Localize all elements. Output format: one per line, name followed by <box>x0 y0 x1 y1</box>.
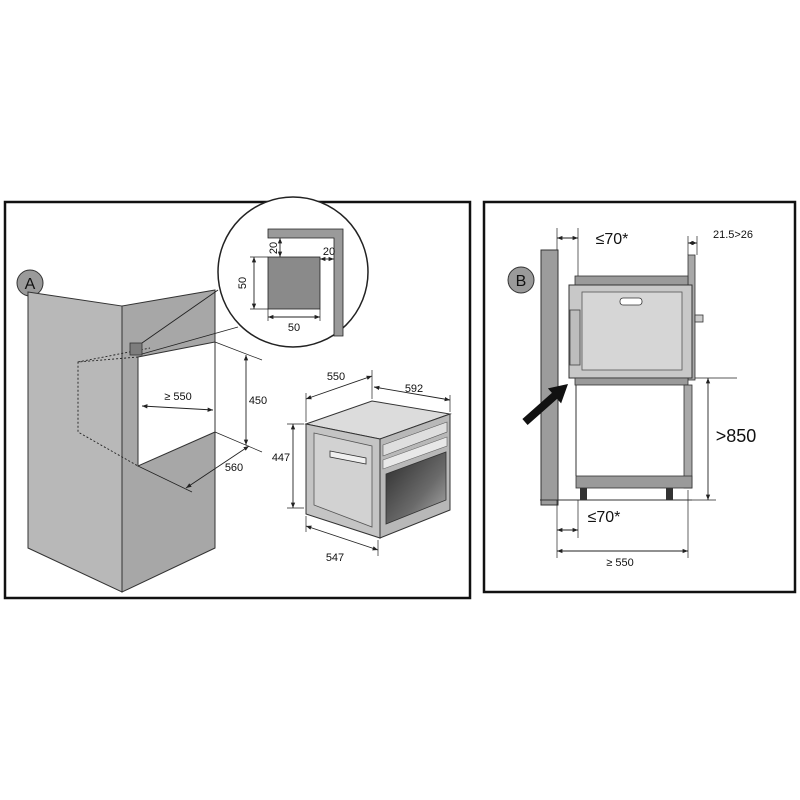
oven-display-band <box>382 436 448 470</box>
niche-height-label: 450 <box>249 395 267 407</box>
cabinet-corner-wall <box>267 228 344 337</box>
niche-depth-line <box>185 445 250 489</box>
cabinet <box>27 289 216 593</box>
support-shelf <box>574 377 689 386</box>
wall <box>540 249 559 506</box>
leg-front <box>580 488 587 500</box>
niche-height-ext-top <box>214 341 263 361</box>
oven-hinge <box>569 309 581 366</box>
side-gap-label: 21.5>26 <box>713 229 753 241</box>
oven-handle <box>329 450 367 465</box>
cabinet-left-face <box>27 291 123 593</box>
bottom-shelf <box>575 475 693 489</box>
callout-line-bottom <box>141 326 239 355</box>
cabinet-side-view <box>540 254 704 501</box>
niche-depth-lines <box>77 356 139 467</box>
vent-square-detail <box>267 256 321 310</box>
oven-top-left-line <box>305 375 373 400</box>
oven-top-left-label: 550 <box>327 371 345 383</box>
height-label: >850 <box>716 426 757 446</box>
niche-height-ext-bottom <box>214 431 263 453</box>
oven-top-right-label: 592 <box>405 383 423 395</box>
top-clearance-label: ≤70* <box>596 231 629 248</box>
panel-b-label: B <box>516 273 527 290</box>
detail-height-label: 50 <box>237 277 249 289</box>
panel-b-frame <box>482 200 797 594</box>
oven-appliance <box>304 400 452 539</box>
niche-width-label: ≥ 550 <box>164 391 191 403</box>
oven-bottom-line <box>305 525 379 551</box>
callout-line-top <box>141 289 219 344</box>
detail-width-label: 50 <box>288 322 300 334</box>
oven-height-label: 447 <box>272 452 290 464</box>
oven-control-strip <box>382 421 448 457</box>
detail-magnifier: 20 20 50 50 <box>217 196 369 348</box>
oven-window <box>385 451 447 525</box>
vent-square <box>129 342 143 356</box>
top-panel <box>574 275 689 286</box>
niche-depth-ext <box>137 465 193 493</box>
oven-handle <box>619 297 643 306</box>
oven-knob <box>694 314 704 323</box>
detail-side-gap-label: 20 <box>323 246 335 258</box>
oven-top-right-line <box>373 385 451 402</box>
niche-depth-label: 560 <box>225 462 243 474</box>
detail-top-gap-label: 20 <box>268 242 280 254</box>
lower-side-panel <box>683 384 693 489</box>
oven-bottom-label: 547 <box>326 552 344 564</box>
panel-b-badge <box>507 266 535 294</box>
depth-label: ≥ 550 <box>606 557 633 569</box>
leg-back <box>666 488 673 500</box>
panel-a-label: A <box>25 276 36 293</box>
indicator-arrow <box>522 384 568 425</box>
panel-b: B ≤70* 21.5>26 <box>482 200 797 594</box>
panel-a: A ≥ 550 450 560 <box>3 196 472 600</box>
niche-width-line <box>141 404 214 412</box>
bottom-clearance-label: ≤70* <box>588 509 621 526</box>
